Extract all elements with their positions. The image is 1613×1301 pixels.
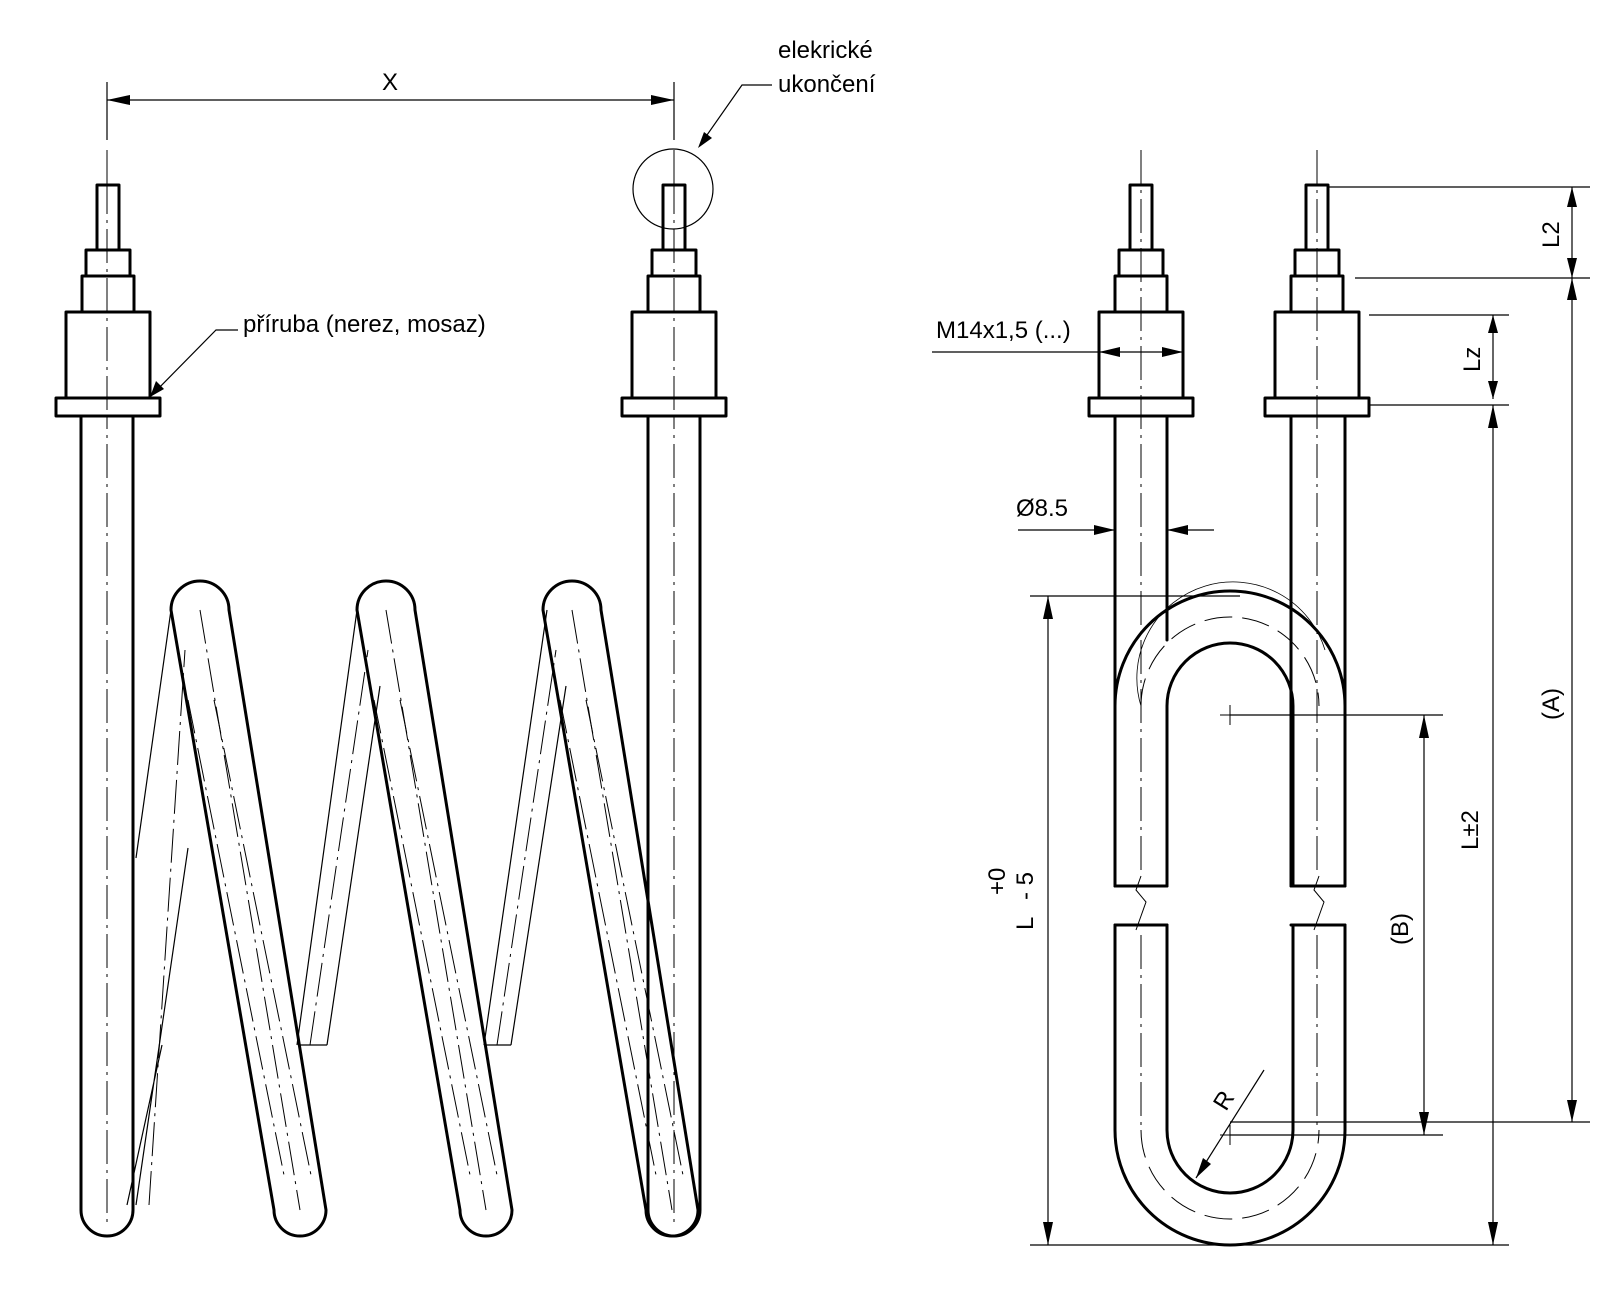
thread-dimension xyxy=(932,347,1183,357)
terminal-label-line1: elekrické xyxy=(778,37,873,64)
diameter-dimension xyxy=(1018,525,1214,535)
l2-dimension xyxy=(1329,186,1590,279)
hairpin-heater-view: M14x1,5 (...) Ø8.5 L +0 - 5 (B) xyxy=(932,150,1590,1247)
coil-back-legs xyxy=(126,609,567,1206)
hairpin-lower-section xyxy=(1113,923,1347,1247)
left-terminal-assembly xyxy=(54,180,162,418)
diameter-label: Ø8.5 xyxy=(1016,495,1068,522)
lz-label: Lz xyxy=(1459,347,1486,372)
x-dimension-label: X xyxy=(382,69,398,96)
l-tolerance-dimension xyxy=(1369,404,1509,1245)
spiral-heater-view: X elekrické ukončení příruba (nerez, mos… xyxy=(54,37,876,1238)
length-upper-tolerance: +0 xyxy=(984,868,1011,895)
hairpin-upper-section xyxy=(1113,414,1347,888)
lz-dimension xyxy=(1369,314,1509,399)
a-dimension xyxy=(1230,278,1590,1123)
flange-label: příruba (nerez, mosaz) xyxy=(243,311,486,338)
l2-label: L2 xyxy=(1538,221,1565,248)
x-dimension xyxy=(106,82,675,140)
radius-dimension xyxy=(1195,1069,1265,1179)
length-lower-tolerance: - 5 xyxy=(1012,872,1039,900)
terminal-callout xyxy=(632,84,772,230)
b-label: (B) xyxy=(1387,913,1414,945)
a-label: (A) xyxy=(1538,688,1565,720)
coil-front xyxy=(169,579,700,1238)
length-label: L xyxy=(1012,917,1039,930)
b-dimension xyxy=(1230,714,1443,1136)
terminal-label-line2: ukončení xyxy=(778,71,876,98)
flange-callout xyxy=(149,329,238,398)
length-dimension-left xyxy=(1030,595,1509,1246)
thread-label: M14x1,5 (...) xyxy=(936,317,1071,344)
radius-label: R xyxy=(1208,1086,1240,1115)
break-lines xyxy=(1135,875,1325,931)
l-tolerance-label: L±2 xyxy=(1457,810,1484,850)
right-terminal-assembly xyxy=(620,180,728,418)
